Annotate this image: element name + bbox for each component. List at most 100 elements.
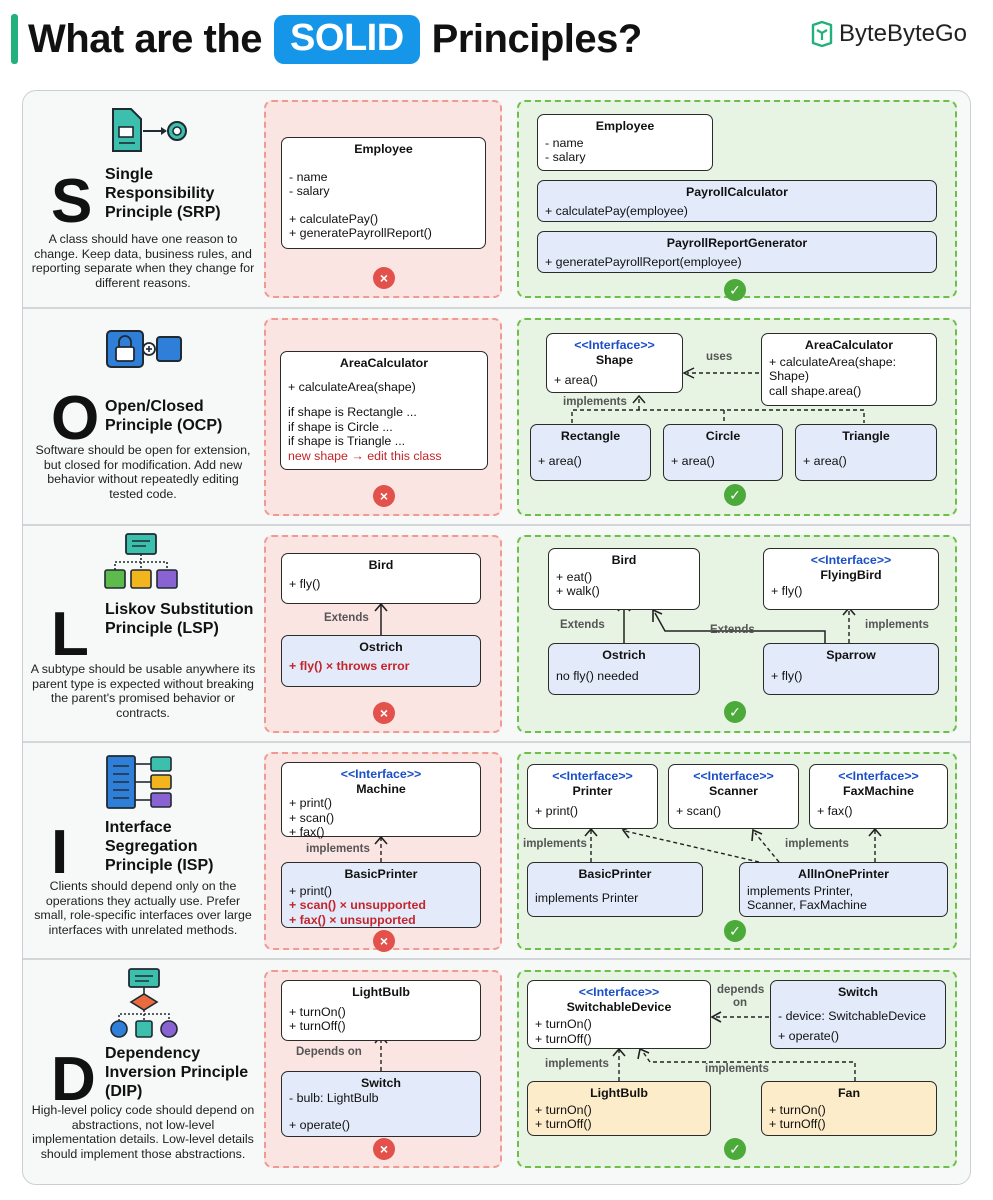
page-title: What are the SOLID Principles? xyxy=(28,12,642,66)
bad-cross-icon: × xyxy=(373,267,395,289)
bad-example-panel: LightBulb + turnOn() + turnOff() Depends… xyxy=(264,970,502,1168)
class-method: + fly() xyxy=(771,668,803,683)
class-field: - salary xyxy=(545,150,586,164)
principles-table: S Single Responsibility Principle (SRP) … xyxy=(22,90,971,1185)
row-divider xyxy=(23,307,970,309)
warning-line: new shape → edit this class xyxy=(288,448,442,463)
class-method: + fax() xyxy=(817,804,853,818)
implements-label: implements xyxy=(545,1058,609,1070)
uses-label: uses xyxy=(706,351,733,363)
bad-cross-icon: × xyxy=(373,1138,395,1160)
extends-label: Extends xyxy=(560,619,605,631)
class-name: Fan xyxy=(837,1086,861,1100)
bad-cross-icon: × xyxy=(373,702,395,724)
class-method: + turnOn() xyxy=(535,1102,592,1117)
logic-line: if shape is Rectangle ... xyxy=(288,405,417,419)
class-name: PayrollReportGenerator xyxy=(666,236,808,250)
uml-interface-switchable-device: <<Interface>> SwitchableDevice + turnOn(… xyxy=(527,980,711,1049)
class-name: Scanner xyxy=(709,783,758,798)
principle-description: A subtype should be usable anywhere its … xyxy=(30,662,256,720)
class-field: - bulb: LightBulb xyxy=(289,1090,379,1105)
good-check-icon: ✓ xyxy=(724,484,746,506)
implements-label: implements xyxy=(865,619,929,631)
uml-class-employee: Employee - name - salary xyxy=(537,114,713,171)
class-name: AreaCalculator xyxy=(339,356,429,370)
class-name: LightBulb xyxy=(590,1086,648,1100)
class-method: + generatePayrollReport() xyxy=(289,226,432,240)
lock-extension-icon xyxy=(106,330,182,368)
uml-class-sparrow: Sparrow + fly() xyxy=(763,643,939,695)
class-field: - name xyxy=(545,135,584,150)
row-divider xyxy=(23,741,970,743)
class-method: + fly() xyxy=(289,576,321,591)
bytebytego-logo-icon xyxy=(811,21,833,47)
class-name: SwitchableDevice xyxy=(566,999,672,1014)
good-example-panel: Employee - name - salary PayrollCalculat… xyxy=(517,100,957,301)
uml-class-light-bulb: LightBulb + turnOn() + turnOff() xyxy=(527,1081,711,1136)
class-name: Triangle xyxy=(842,429,890,443)
class-method: + turnOff() xyxy=(535,1117,592,1131)
uml-class-switch: Switch - device: SwitchableDevice + oper… xyxy=(770,980,946,1049)
class-name: Ostrich xyxy=(602,648,646,662)
class-method: + turnOff() xyxy=(769,1117,826,1131)
uml-class-bird: Bird + eat() + walk() xyxy=(548,548,700,610)
uml-class-rectangle: Rectangle + area() xyxy=(530,424,651,481)
depends-on-label: depends xyxy=(717,984,765,996)
class-method: Shape) xyxy=(769,369,809,383)
principle-description: Clients should depend only on the operat… xyxy=(34,879,252,937)
hierarchy-tree-icon xyxy=(104,533,178,589)
class-method: + calculateArea(shape: xyxy=(769,354,897,369)
good-check-icon: ✓ xyxy=(724,701,746,723)
extends-label: Extends xyxy=(324,612,369,624)
class-method: implements Printer, xyxy=(747,883,854,898)
good-example-panel: Bird + eat() + walk() <<Interface>> Flyi… xyxy=(517,535,957,733)
class-name: BasicPrinter xyxy=(344,867,418,881)
dependency-tree-icon xyxy=(110,968,178,1038)
uml-class-light-bulb: LightBulb + turnOn() + turnOff() xyxy=(281,980,481,1041)
bad-example-panel: <<Interface>> Machine + print() + scan()… xyxy=(264,752,502,952)
class-method: + generatePayrollReport(employee) xyxy=(545,254,742,269)
interface-stereotype: <<Interface>> xyxy=(574,338,655,352)
class-name: Printer xyxy=(572,783,613,798)
class-method: + turnOff() xyxy=(289,1019,346,1033)
class-name: Bird xyxy=(611,553,637,567)
row-divider xyxy=(23,958,970,960)
logic-line: if shape is Triangle ... xyxy=(288,434,406,448)
class-method: + eat() xyxy=(556,569,593,584)
class-method: + operate() xyxy=(289,1118,350,1132)
class-method: + area() xyxy=(538,453,582,468)
class-method: + calculateArea(shape) xyxy=(288,379,416,394)
uml-class-area-calculator: AreaCalculator + calculateArea(shape) if… xyxy=(280,351,488,470)
class-name: LightBulb xyxy=(352,985,410,999)
uml-class-triangle: Triangle + area() xyxy=(795,424,937,481)
class-method: + calculatePay(employee) xyxy=(545,203,688,218)
uml-class-bird: Bird + fly() xyxy=(281,553,481,604)
uml-interface-shape: <<Interface>> Shape + area() xyxy=(546,333,683,393)
row-divider xyxy=(23,524,970,526)
bad-cross-icon: × xyxy=(373,930,395,952)
class-method: + print() xyxy=(289,883,333,898)
bad-example-panel: Bird + fly() Extends Ostrich + fly() × t… xyxy=(264,535,502,733)
class-name: Rectangle xyxy=(560,429,621,443)
class-field: - salary xyxy=(289,184,330,198)
depends-on-label: on xyxy=(733,997,748,1009)
title-prefix: What are the xyxy=(28,16,263,61)
implements-label: implements xyxy=(563,396,627,408)
class-method: + area() xyxy=(554,373,598,387)
class-method: + turnOn() xyxy=(769,1102,826,1117)
class-method: + print() xyxy=(535,804,579,818)
uml-class-payroll-report-generator: PayrollReportGenerator + generatePayroll… xyxy=(537,231,937,273)
class-method: + calculatePay() xyxy=(289,211,379,226)
principle-description: Software should be open for extension, b… xyxy=(35,443,251,501)
class-method: implements Printer xyxy=(535,890,639,905)
uml-class-ostrich: Ostrich no fly() needed xyxy=(548,643,700,695)
principle-description: A class should have one reason to change… xyxy=(31,232,255,290)
unsupported-method: + fax() × unsupported xyxy=(289,912,416,927)
principle-letter: D xyxy=(51,1045,96,1114)
interface-stereotype: <<Interface>> xyxy=(810,553,892,567)
extends-label: Extends xyxy=(710,624,755,636)
principle-name: Single Responsibility Principle (SRP) xyxy=(105,166,221,221)
class-method: + walk() xyxy=(556,584,600,598)
class-method: Scanner, FaxMachine xyxy=(747,898,867,912)
class-method: + area() xyxy=(671,453,715,468)
